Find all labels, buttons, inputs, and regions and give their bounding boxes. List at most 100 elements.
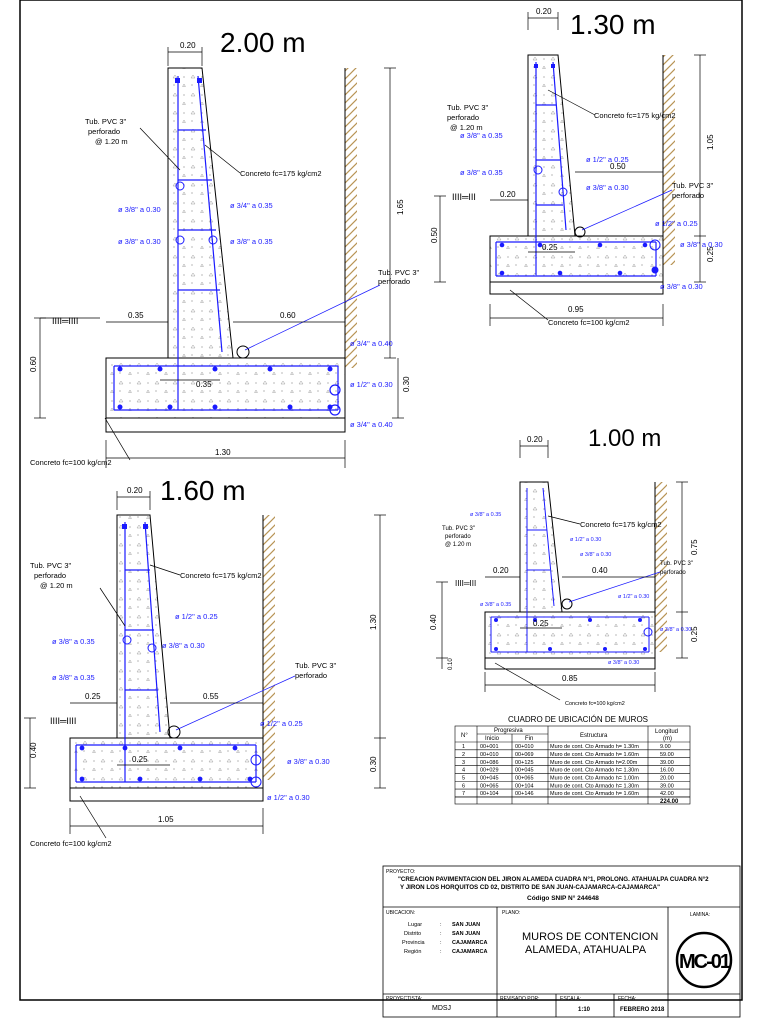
svg-text:Tub. PVC 3": Tub. PVC 3" <box>378 268 419 277</box>
soil-hatch <box>663 55 675 265</box>
rebar <box>113 75 339 411</box>
table-cell: 00+029 <box>480 768 499 774</box>
svg-text:ø 3/8" a 0.30: ø 3/8" a 0.30 <box>118 237 161 246</box>
svg-text:Concreto fc=100 kg/cm2: Concreto fc=100 kg/cm2 <box>548 318 630 327</box>
note-tub-pvc: Tub. PVC 3" <box>85 117 126 126</box>
dim-top: 0.20 <box>180 41 196 50</box>
svg-text:Distrito: Distrito <box>404 931 421 937</box>
snip-code: Código SNIP N° 244648 <box>527 894 599 902</box>
svg-text::: : <box>440 922 442 928</box>
svg-text:ø 1/2" a 0.30: ø 1/2" a 0.30 <box>618 594 649 600</box>
svg-text:0.25: 0.25 <box>85 692 101 701</box>
svg-text:0.95: 0.95 <box>568 305 584 314</box>
table-cell: 00+045 <box>480 775 499 781</box>
svg-text:ESCALA:: ESCALA: <box>560 996 581 1002</box>
svg-text:Tub. PVC 3": Tub. PVC 3" <box>660 561 693 567</box>
svg-text:@ 1.20 m: @ 1.20 m <box>445 542 471 548</box>
svg-text:ø 3/4" a 0.35: ø 3/4" a 0.35 <box>230 201 273 210</box>
svg-text:0.30: 0.30 <box>369 756 378 772</box>
wall-title: 1.00 m <box>588 425 661 452</box>
dim-heel: 0.60 <box>280 311 296 320</box>
svg-text:IIII═III: IIII═III <box>455 579 476 588</box>
svg-text:ø 3/8" a 0.30: ø 3/8" a 0.30 <box>680 240 723 249</box>
svg-text:Progresiva: Progresiva <box>494 728 523 734</box>
table-cell: 00+104 <box>480 791 499 797</box>
table-cell: 42.00 <box>660 791 674 797</box>
svg-text:ø 1/2" a 0.25: ø 1/2" a 0.25 <box>586 155 629 164</box>
wall-1-00: 1.00 m IIII═II <box>429 425 699 707</box>
svg-text:CAJAMARCA: CAJAMARCA <box>452 940 487 946</box>
svg-text:1.05: 1.05 <box>706 134 715 150</box>
table-cell: Muro de cont. Cto Armado h= 1.60m <box>550 791 639 797</box>
wall-title: 1.30 m <box>570 9 656 40</box>
svg-text:Tub. PVC 3": Tub. PVC 3" <box>30 561 71 570</box>
svg-text:ø 3/4" a 0.40: ø 3/4" a 0.40 <box>350 420 393 429</box>
lean-concrete <box>489 281 664 295</box>
svg-text:ø 3/8" a 0.35: ø 3/8" a 0.35 <box>480 602 511 608</box>
svg-text:ø 3/8" a 0.35: ø 3/8" a 0.35 <box>470 512 501 518</box>
svg-text:REVISADO POR:: REVISADO POR: <box>500 996 539 1002</box>
svg-text:ø 3/8" a 0.30: ø 3/8" a 0.30 <box>660 627 691 633</box>
table-cell: 4 <box>462 768 465 774</box>
svg-text::: : <box>440 940 442 946</box>
table-cell: 5 <box>462 775 465 781</box>
dim-toe: 0.35 <box>128 311 144 320</box>
table-cell: 00+045 <box>515 768 534 774</box>
table-cell: 00+125 <box>515 760 534 766</box>
lean-concrete <box>484 657 656 670</box>
svg-text:0.40: 0.40 <box>29 742 38 758</box>
dim-base: 1.30 <box>215 448 231 457</box>
sheet-number-seal <box>675 931 733 989</box>
table-cell: 9.00 <box>660 744 671 750</box>
svg-text:@ 1.20 m: @ 1.20 m <box>40 581 73 590</box>
svg-text:perforado: perforado <box>378 277 410 286</box>
svg-text:0.25: 0.25 <box>690 626 699 642</box>
wall-title: 2.00 m <box>220 27 306 58</box>
stem <box>519 481 563 613</box>
project-line-2: Y JIRON LOS HORQUITOS CD 02, DISTRITO DE… <box>400 884 660 891</box>
footing <box>484 611 656 659</box>
svg-text:0.50: 0.50 <box>610 162 626 171</box>
svg-text:Provincia: Provincia <box>402 940 426 946</box>
svg-text:ø 3/8" a 0.30: ø 3/8" a 0.30 <box>162 641 205 650</box>
svg-text:ø 1/2" a 0.25: ø 1/2" a 0.25 <box>655 219 698 228</box>
svg-text:Fin: Fin <box>525 736 533 742</box>
table-cell: Muro de cont. Cto Armado h= 1.60m <box>550 752 639 758</box>
svg-text:perforado: perforado <box>34 571 66 580</box>
svg-text:0.10: 0.10 <box>448 658 454 670</box>
svg-text::: : <box>440 949 442 955</box>
pvc-pipe-icon <box>574 226 586 238</box>
svg-text:0.40: 0.40 <box>429 614 438 630</box>
svg-text:@ 1.20 m: @ 1.20 m <box>95 137 128 146</box>
svg-text:1.05: 1.05 <box>158 815 174 824</box>
dim-base-height: 0.60 <box>29 356 38 372</box>
svg-text:SAN JUAN: SAN JUAN <box>452 922 480 928</box>
soil-hatch <box>345 68 357 368</box>
dim-mid: 0.35 <box>196 380 212 389</box>
table-cell: 2 <box>462 752 465 758</box>
svg-text:perforado: perforado <box>88 127 120 136</box>
table-cell: 39.00 <box>660 783 674 789</box>
table-cell: 3 <box>462 760 465 766</box>
svg-text:ø 1/2" a 0.30: ø 1/2" a 0.30 <box>570 537 601 543</box>
svg-text:0.85: 0.85 <box>562 674 578 683</box>
footing <box>489 235 664 283</box>
plan-title-2: ALAMEDA, ATAHUALPA <box>525 944 647 956</box>
svg-text:ø 3/8" a 0.35: ø 3/8" a 0.35 <box>52 673 95 682</box>
date: FEBRERO 2018 <box>620 1007 665 1013</box>
sheet-border <box>19 0 743 1001</box>
svg-text:0.25: 0.25 <box>542 243 558 252</box>
svg-text:Tub. PVC 3": Tub. PVC 3" <box>447 103 488 112</box>
soil-hatch <box>655 482 667 652</box>
dim-stem-height: 1.65 <box>396 199 405 215</box>
svg-text:IIII═IIII: IIII═IIII <box>50 716 76 726</box>
svg-text:FECHA:: FECHA: <box>618 996 636 1002</box>
table-cell: 00+010 <box>515 744 534 750</box>
table-cell: 00+146 <box>515 791 534 797</box>
svg-text:Concreto fc=175 kg/cm2: Concreto fc=175 kg/cm2 <box>594 111 676 120</box>
table-total: 224.00 <box>660 799 679 805</box>
svg-text:0.50: 0.50 <box>430 227 439 243</box>
table-title: CUADRO DE UBICACIÓN DE MUROS <box>508 715 648 724</box>
table-cell: 16.00 <box>660 768 674 774</box>
